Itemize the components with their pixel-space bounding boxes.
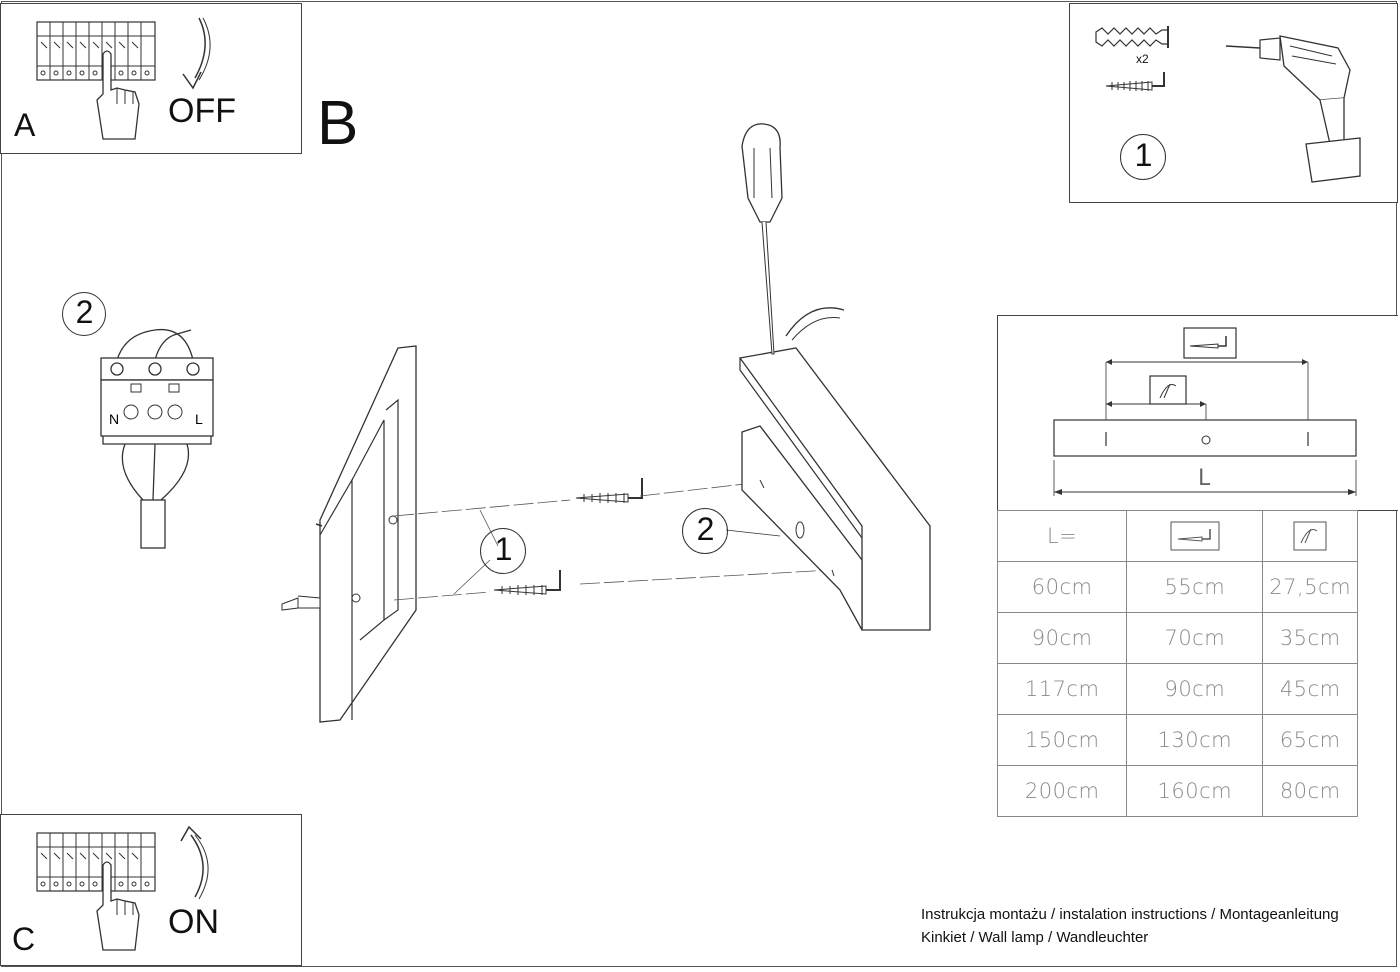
table-header-hook-icon — [1262, 510, 1358, 562]
caption-product: Kinkiet / Wall lamp / Wandleuchter — [921, 929, 1149, 946]
drill-icon — [1225, 35, 1361, 183]
table-cell: 90cm — [1126, 663, 1264, 715]
svg-text:L: L — [195, 411, 203, 427]
step-1-plate-circle — [480, 528, 526, 574]
screw-icon — [1105, 72, 1165, 91]
panel-a: A OFF — [0, 3, 302, 154]
table-cell: 65cm — [1262, 714, 1358, 766]
panel-a-letter: A — [14, 107, 36, 143]
hand-icon — [96, 50, 140, 140]
svg-text:N: N — [109, 411, 119, 427]
table-cell: 60cm — [996, 561, 1128, 613]
mounting-plate — [281, 345, 417, 723]
table-header-row: L= — [996, 510, 1358, 562]
table-header-length: L= — [996, 510, 1128, 562]
step-1-number: 1 — [1134, 137, 1153, 173]
screwdriver-icon — [741, 123, 845, 355]
caption-instructions: Instrukcja montażu / instalation instruc… — [921, 906, 1339, 923]
terminal-block-icon: N L — [100, 328, 214, 549]
step-1-circle — [1120, 134, 1166, 180]
length-label: L — [1198, 466, 1211, 491]
screw-icon — [1183, 327, 1237, 359]
panel-c: C ON — [0, 814, 302, 966]
panel-b-letter: B — [317, 89, 359, 158]
table-cell: 35cm — [1262, 612, 1358, 664]
table-cell: 117cm — [996, 663, 1128, 715]
hand-icon — [96, 861, 140, 951]
dimension-panel: L — [997, 315, 1398, 511]
table-cell: 45cm — [1262, 663, 1358, 715]
table-header-screw-icon — [1126, 510, 1264, 562]
table-cell: 200cm — [996, 765, 1128, 817]
on-label: ON — [168, 903, 219, 941]
step-1-plate-number: 1 — [494, 531, 513, 567]
panel-c-letter: C — [12, 921, 36, 957]
dimension-drawing — [1053, 359, 1357, 496]
table-cell: 150cm — [996, 714, 1128, 766]
table-cell: 70cm — [1126, 612, 1264, 664]
step-2-lamp-circle — [682, 508, 728, 554]
table-cell: 160cm — [1126, 765, 1264, 817]
table-cell: 130cm — [1126, 714, 1264, 766]
screw-icon — [575, 478, 643, 503]
step-2-wiring-number: 2 — [75, 294, 94, 330]
step-2-lamp-number: 2 — [696, 511, 715, 547]
table-cell: 90cm — [996, 612, 1128, 664]
screw-icon — [493, 570, 561, 595]
fixing-quantity: x2 — [1136, 52, 1149, 66]
circuit-breaker-icon — [36, 832, 156, 892]
off-label: OFF — [168, 92, 236, 130]
table-cell: 80cm — [1262, 765, 1358, 817]
table-cell: 55cm — [1126, 561, 1264, 613]
arrow-up-icon — [180, 825, 209, 900]
table-cell: 27,5cm — [1262, 561, 1358, 613]
lamp-body — [725, 347, 931, 631]
arrow-down-icon — [182, 17, 211, 90]
wall-plug-icon — [1095, 26, 1169, 48]
step-2-wiring-circle — [62, 292, 106, 336]
tools-panel: x2 1 — [1069, 3, 1398, 203]
